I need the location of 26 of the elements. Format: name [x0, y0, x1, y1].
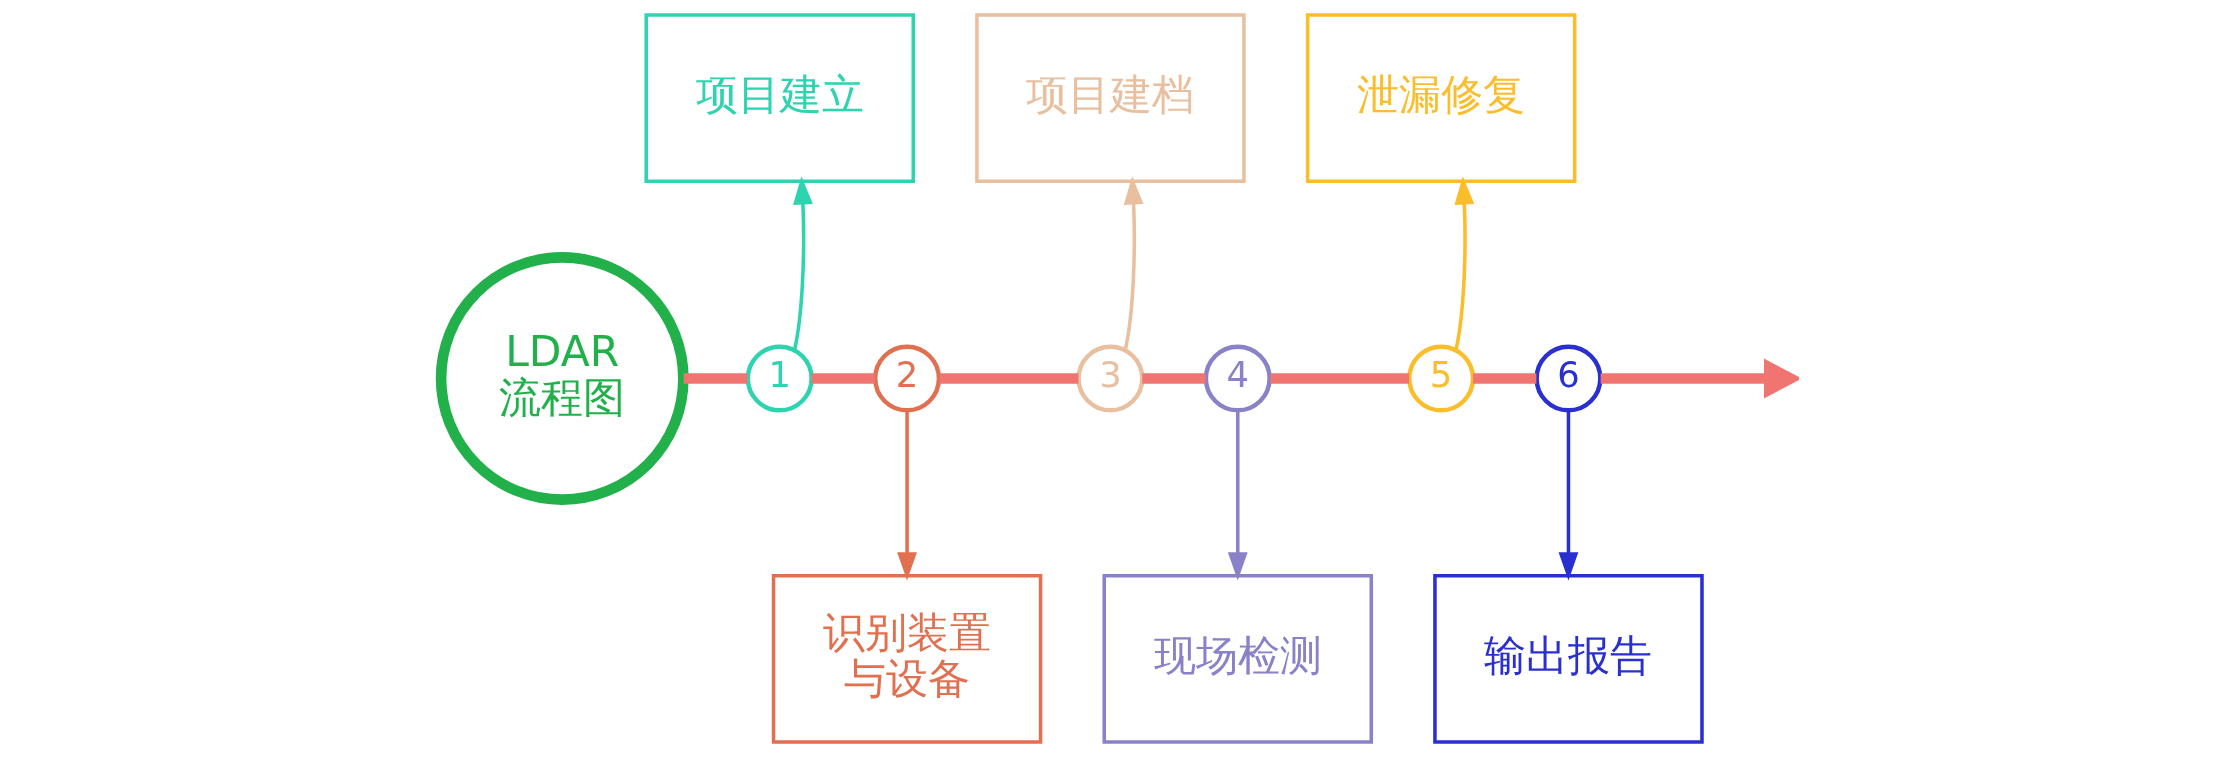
node-circle: 1	[745, 344, 814, 413]
node-circle: 2	[873, 344, 942, 413]
arrow	[1123, 176, 1144, 351]
connector	[1472, 373, 1537, 384]
arrow	[897, 410, 917, 581]
connector	[811, 373, 875, 384]
arrow	[792, 176, 813, 351]
node-circle: LDAR 流程图	[435, 252, 689, 505]
node-circle: 6	[1534, 344, 1603, 413]
connector	[939, 373, 1079, 384]
arrow	[1227, 410, 1248, 581]
arrow	[1454, 176, 1475, 351]
node-circle: 4	[1203, 344, 1272, 413]
node-circle: 5	[1407, 344, 1476, 413]
node-box: 识别装置与设备	[771, 573, 1043, 744]
node-box: 泄漏修复	[1305, 13, 1577, 184]
arrow	[1600, 358, 1799, 399]
node-circle: 3	[1076, 344, 1145, 413]
connector	[1270, 373, 1410, 384]
connector	[1142, 373, 1206, 384]
connector	[683, 373, 748, 384]
node-box: 项目建档	[975, 13, 1246, 184]
node-box: 项目建立	[644, 13, 915, 184]
node-box: 现场检测	[1102, 573, 1374, 744]
node-box: 输出报告	[1433, 573, 1704, 744]
arrow	[1558, 410, 1579, 581]
